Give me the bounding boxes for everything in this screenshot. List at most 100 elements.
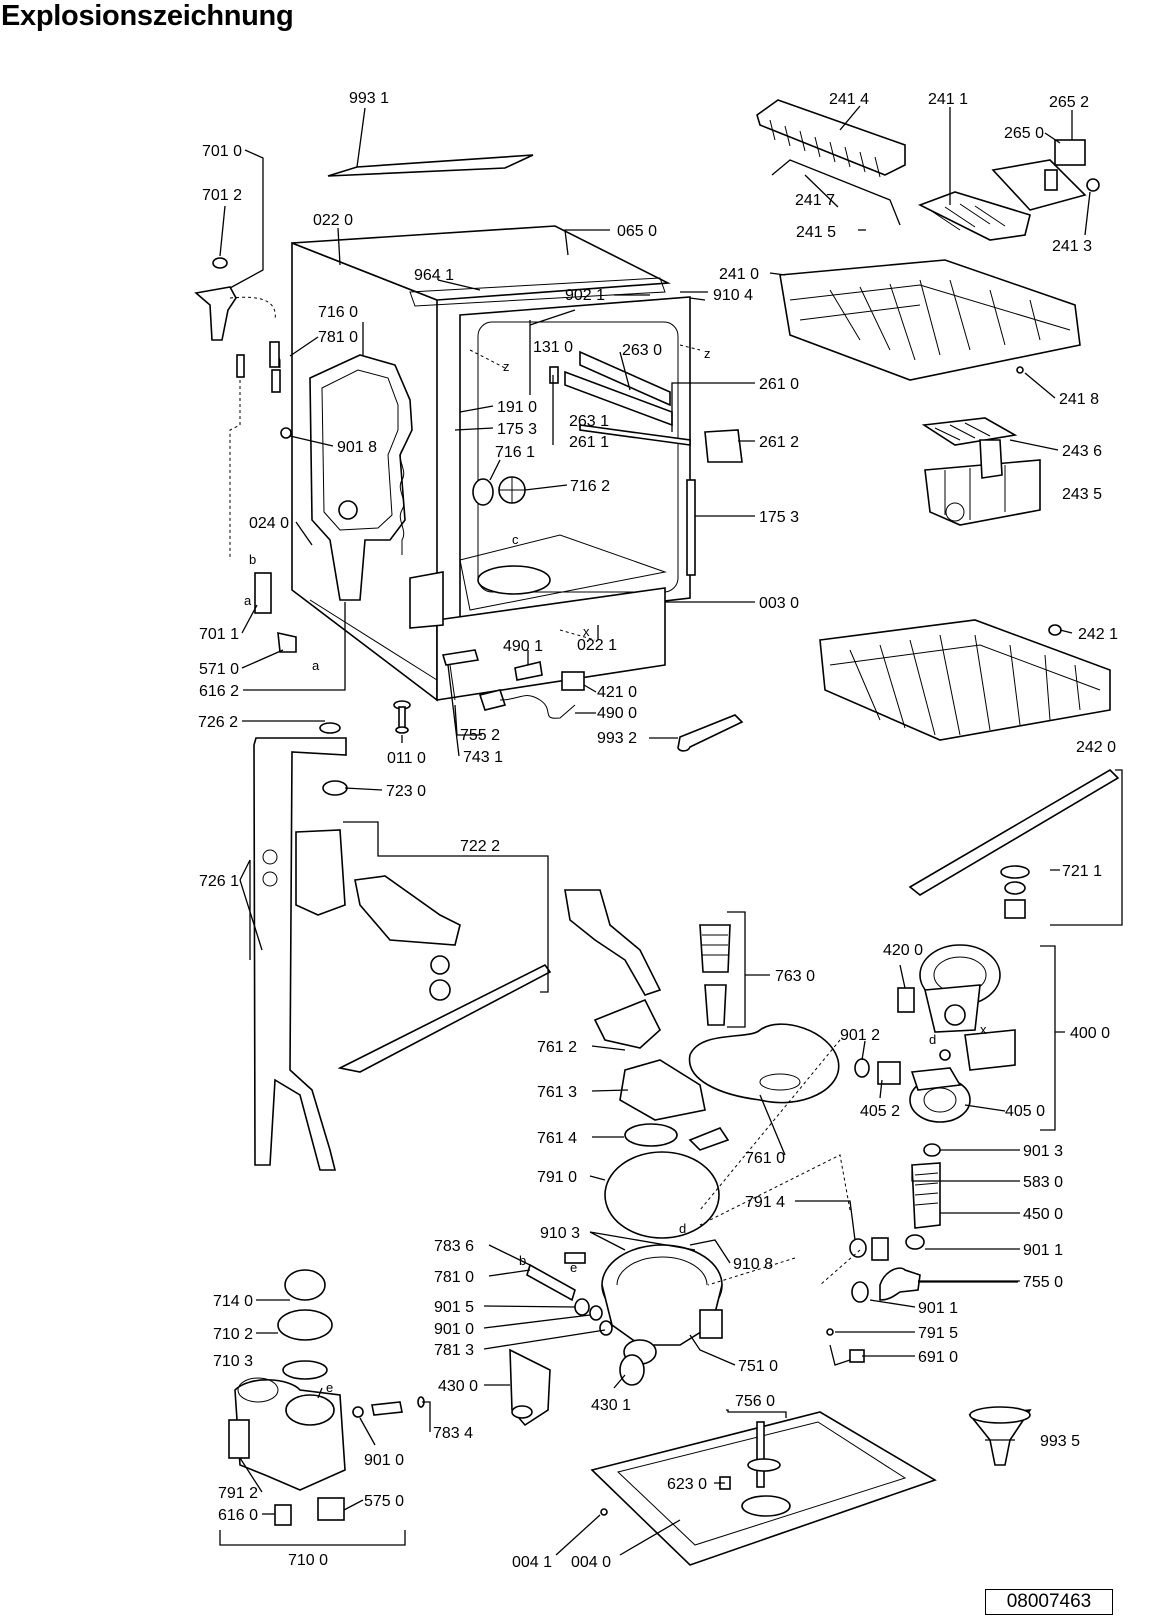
- part-label: 910 4: [713, 287, 753, 304]
- part-label: 721 1: [1062, 863, 1102, 880]
- sump-751-0: [601, 1151, 723, 1386]
- part-label: 901 3: [1023, 1143, 1063, 1160]
- part-label: 751 0: [738, 1358, 778, 1375]
- leader-lines: [219, 105, 1123, 1556]
- part-label: 901 5: [434, 1299, 474, 1316]
- top-strip-part: [327, 154, 534, 177]
- part-label: 265 0: [1004, 125, 1044, 142]
- part-label: 723 0: [386, 783, 426, 800]
- part-label: 901 2: [840, 1027, 880, 1044]
- part-label: 910 8: [733, 1256, 773, 1273]
- hinge-parts: [194, 257, 297, 653]
- part-label: 241 1: [928, 91, 968, 108]
- part-label: 242 1: [1078, 626, 1118, 643]
- sensor-691-0: [826, 1328, 865, 1366]
- part-label: 024 0: [249, 515, 289, 532]
- part-label: 791 5: [918, 1325, 958, 1342]
- part-label: 791 0: [537, 1169, 577, 1186]
- part-label: 011 0: [387, 750, 426, 767]
- part-label: 993 1: [349, 90, 389, 107]
- part-label: 691 0: [918, 1349, 958, 1366]
- part-label: 791 4: [745, 1194, 785, 1211]
- part-label: 242 0: [1076, 739, 1116, 756]
- part-label: 421 0: [597, 684, 637, 701]
- part-label: 781 3: [434, 1342, 474, 1359]
- cutlery-rack-241-4: [756, 99, 906, 226]
- part-label: 755 2: [460, 727, 500, 744]
- document-number: 08007463: [985, 1589, 1113, 1615]
- part-label: 755 0: [1023, 1274, 1063, 1291]
- part-label: 722 2: [460, 838, 500, 855]
- reference-letter: a: [312, 658, 320, 673]
- lower-basket-242-0: [819, 619, 1111, 741]
- part-label: 964 1: [414, 267, 454, 284]
- part-label: 241 0: [719, 266, 759, 283]
- part-label: 901 1: [918, 1300, 958, 1317]
- part-label: 003 0: [759, 595, 799, 612]
- part-label: 901 1: [1023, 1242, 1063, 1259]
- part-label: 261 0: [759, 376, 799, 393]
- part-labels: 993 1 701 0 701 2 022 0 065 0 964 1 902 …: [198, 90, 1118, 1571]
- upper-basket-241-0: [779, 259, 1081, 381]
- reference-letter: x: [980, 1022, 987, 1037]
- reference-letter: x: [583, 624, 590, 639]
- reference-letter: b: [519, 1253, 526, 1268]
- rail-265-0: [991, 139, 1100, 211]
- part-label: 400 0: [1070, 1025, 1110, 1042]
- part-label: 022 1: [577, 637, 617, 654]
- part-label: 405 2: [860, 1103, 900, 1120]
- part-label: 175 3: [497, 421, 537, 438]
- part-label: 241 5: [796, 224, 836, 241]
- reference-letter: e: [326, 1380, 333, 1395]
- part-label: 616 2: [199, 683, 239, 700]
- part-label: 716 2: [570, 478, 610, 495]
- part-label: 616 0: [218, 1507, 258, 1524]
- page-title: Explosionszeichnung: [1, 0, 294, 32]
- part-label: 241 8: [1059, 391, 1099, 408]
- part-label: 263 0: [622, 342, 662, 359]
- part-label: 243 5: [1062, 486, 1102, 503]
- part-label: 761 2: [537, 1039, 577, 1056]
- part-label: 241 7: [795, 192, 835, 209]
- part-label: 781 0: [318, 329, 358, 346]
- part-label: 901 0: [364, 1452, 404, 1469]
- part-label: 783 6: [434, 1238, 474, 1255]
- foot-011-0: [393, 700, 411, 734]
- part-label: 241 3: [1052, 238, 1092, 255]
- pipe-761: [564, 889, 730, 1151]
- part-label: 901 0: [434, 1321, 474, 1338]
- part-label: 710 0: [288, 1552, 328, 1569]
- part-label: 901 8: [337, 439, 377, 456]
- part-label: 420 0: [883, 942, 923, 959]
- part-755-2: [441, 649, 480, 701]
- part-label: 701 1: [199, 626, 239, 643]
- part-label: 743 1: [463, 749, 503, 766]
- part-label: 131 0: [533, 339, 573, 356]
- part-label: 716 0: [318, 304, 358, 321]
- small-parts-sump: [526, 1252, 613, 1336]
- heater-450-0: [905, 1143, 941, 1250]
- pump-400-0: [897, 944, 1016, 1071]
- part-label: 490 1: [503, 638, 543, 655]
- tub-frame-part: [291, 225, 743, 702]
- part-label: 993 5: [1040, 1433, 1080, 1450]
- cutlery-basket-243: [921, 417, 1041, 526]
- part-label: 781 0: [434, 1269, 474, 1286]
- upper-spray-arm-721-1: [908, 768, 1120, 919]
- funnel-993-5: [968, 1406, 1032, 1466]
- part-label: 756 0: [735, 1393, 775, 1410]
- cable-490: [478, 661, 585, 719]
- part-label: 726 1: [199, 873, 239, 890]
- part-label: 004 1: [512, 1554, 552, 1571]
- hose-755-0: [849, 1237, 921, 1303]
- part-label: 783 4: [433, 1425, 473, 1442]
- part-label: 430 1: [591, 1397, 631, 1414]
- part-label: 450 0: [1023, 1206, 1063, 1223]
- part-label: 243 6: [1062, 443, 1102, 460]
- reference-letter: z: [704, 346, 711, 361]
- part-label: 716 1: [495, 444, 535, 461]
- reference-letter: a: [244, 593, 252, 608]
- reference-letter: e: [570, 1260, 577, 1275]
- filter-763-0: [699, 924, 731, 1026]
